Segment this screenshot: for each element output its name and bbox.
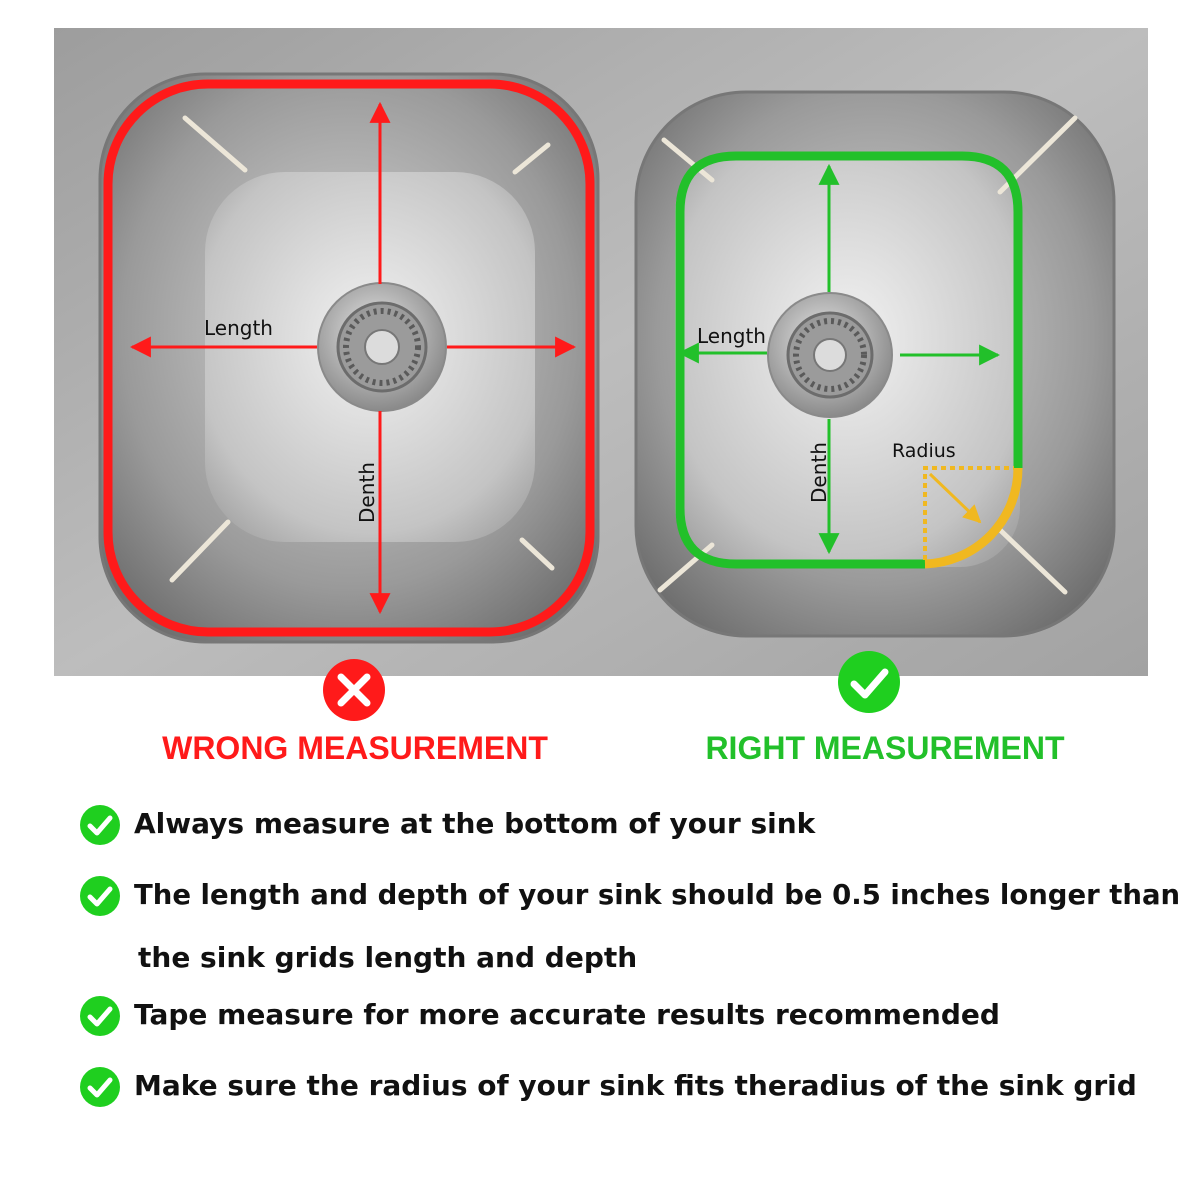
radius-guide bbox=[923, 466, 1014, 560]
right-sink: Length Denth Radius bbox=[634, 90, 1116, 638]
tip-text: Always measure at the bottom of your sin… bbox=[134, 807, 816, 840]
right-length-label: Length bbox=[697, 324, 766, 348]
tip-item: Tape measure for more accurate results r… bbox=[78, 990, 1188, 1040]
left-sink: Length Denth bbox=[98, 72, 600, 644]
tip-text-continued: the sink grids length and depth bbox=[138, 941, 638, 974]
radius-label: Radius bbox=[892, 440, 956, 462]
wrong-measure-outline bbox=[103, 79, 595, 637]
left-drain bbox=[317, 282, 447, 412]
tip-text: The length and depth of your sink should… bbox=[134, 879, 1181, 911]
check-circle-icon bbox=[80, 876, 120, 916]
radius-arrow bbox=[928, 472, 982, 524]
tip-item: Make sure the radius of your sink fits t… bbox=[78, 1061, 1188, 1111]
right-measurement-label: RIGHT MEASUREMENT bbox=[705, 730, 1065, 766]
left-sink-corner-grid bbox=[169, 115, 555, 583]
tip-text: Tape measure for more accurate results r… bbox=[134, 998, 1000, 1031]
right-measure-outline bbox=[675, 151, 1023, 569]
left-depth-label: Denth bbox=[355, 462, 379, 523]
right-drain bbox=[767, 292, 893, 418]
check-circle-icon bbox=[838, 651, 900, 713]
check-circle-icon bbox=[80, 996, 120, 1036]
check-circle-icon bbox=[80, 1067, 120, 1107]
tip-item: The length and depth of your sink should… bbox=[78, 870, 1188, 920]
tip-text: Make sure the radius of your sink fits t… bbox=[134, 1069, 1137, 1102]
check-circle-icon bbox=[80, 805, 120, 845]
radius-arc bbox=[924, 467, 1023, 569]
tip-item: Always measure at the bottom of your sin… bbox=[78, 799, 1188, 849]
left-length-label: Length bbox=[204, 316, 273, 340]
x-circle-icon bbox=[323, 659, 385, 721]
wrong-measurement-label: WRONG MEASUREMENT bbox=[162, 730, 548, 766]
right-depth-label: Denth bbox=[807, 442, 831, 503]
